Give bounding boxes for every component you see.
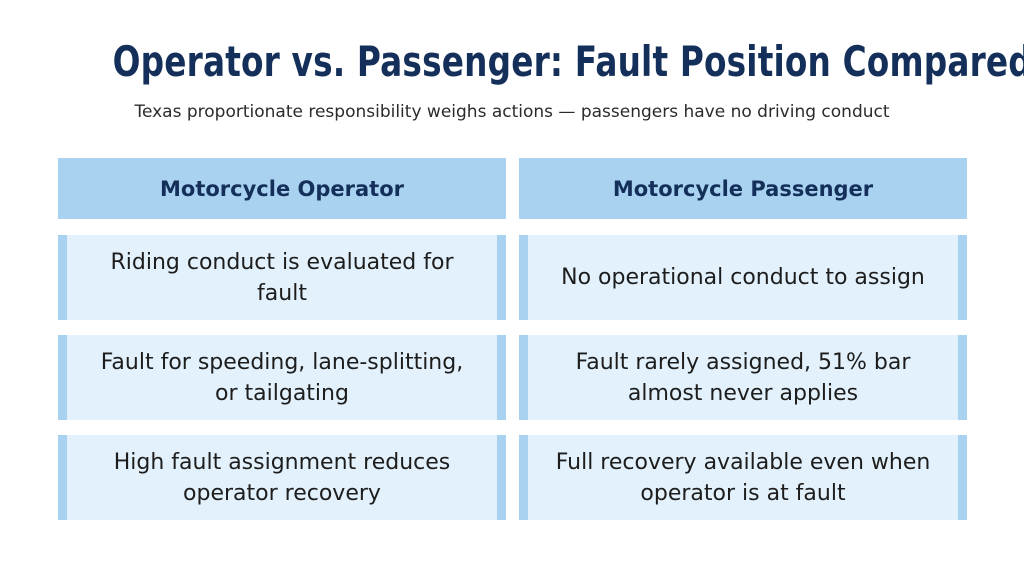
page-title: Operator vs. Passenger: Fault Position C…	[112, 37, 1024, 86]
passenger-row-3: Full recovery available even when operat…	[519, 435, 967, 520]
operator-row-3: High fault assignment reduces operator r…	[58, 435, 506, 520]
operator-column-header: Motorcycle Operator	[58, 158, 506, 219]
page-subtitle: Texas proportionate responsibility weigh…	[134, 102, 890, 122]
operator-column: Motorcycle Operator Riding conduct is ev…	[58, 158, 506, 520]
passenger-row-1: No operational conduct to assign	[519, 235, 967, 320]
passenger-column-header: Motorcycle Passenger	[519, 158, 967, 219]
passenger-column: Motorcycle Passenger No operational cond…	[519, 158, 967, 520]
passenger-row-2: Fault rarely assigned, 51% bar almost ne…	[519, 335, 967, 420]
operator-row-2: Fault for speeding, lane-splitting, or t…	[58, 335, 506, 420]
operator-row-1: Riding conduct is evaluated for fault	[58, 235, 506, 320]
